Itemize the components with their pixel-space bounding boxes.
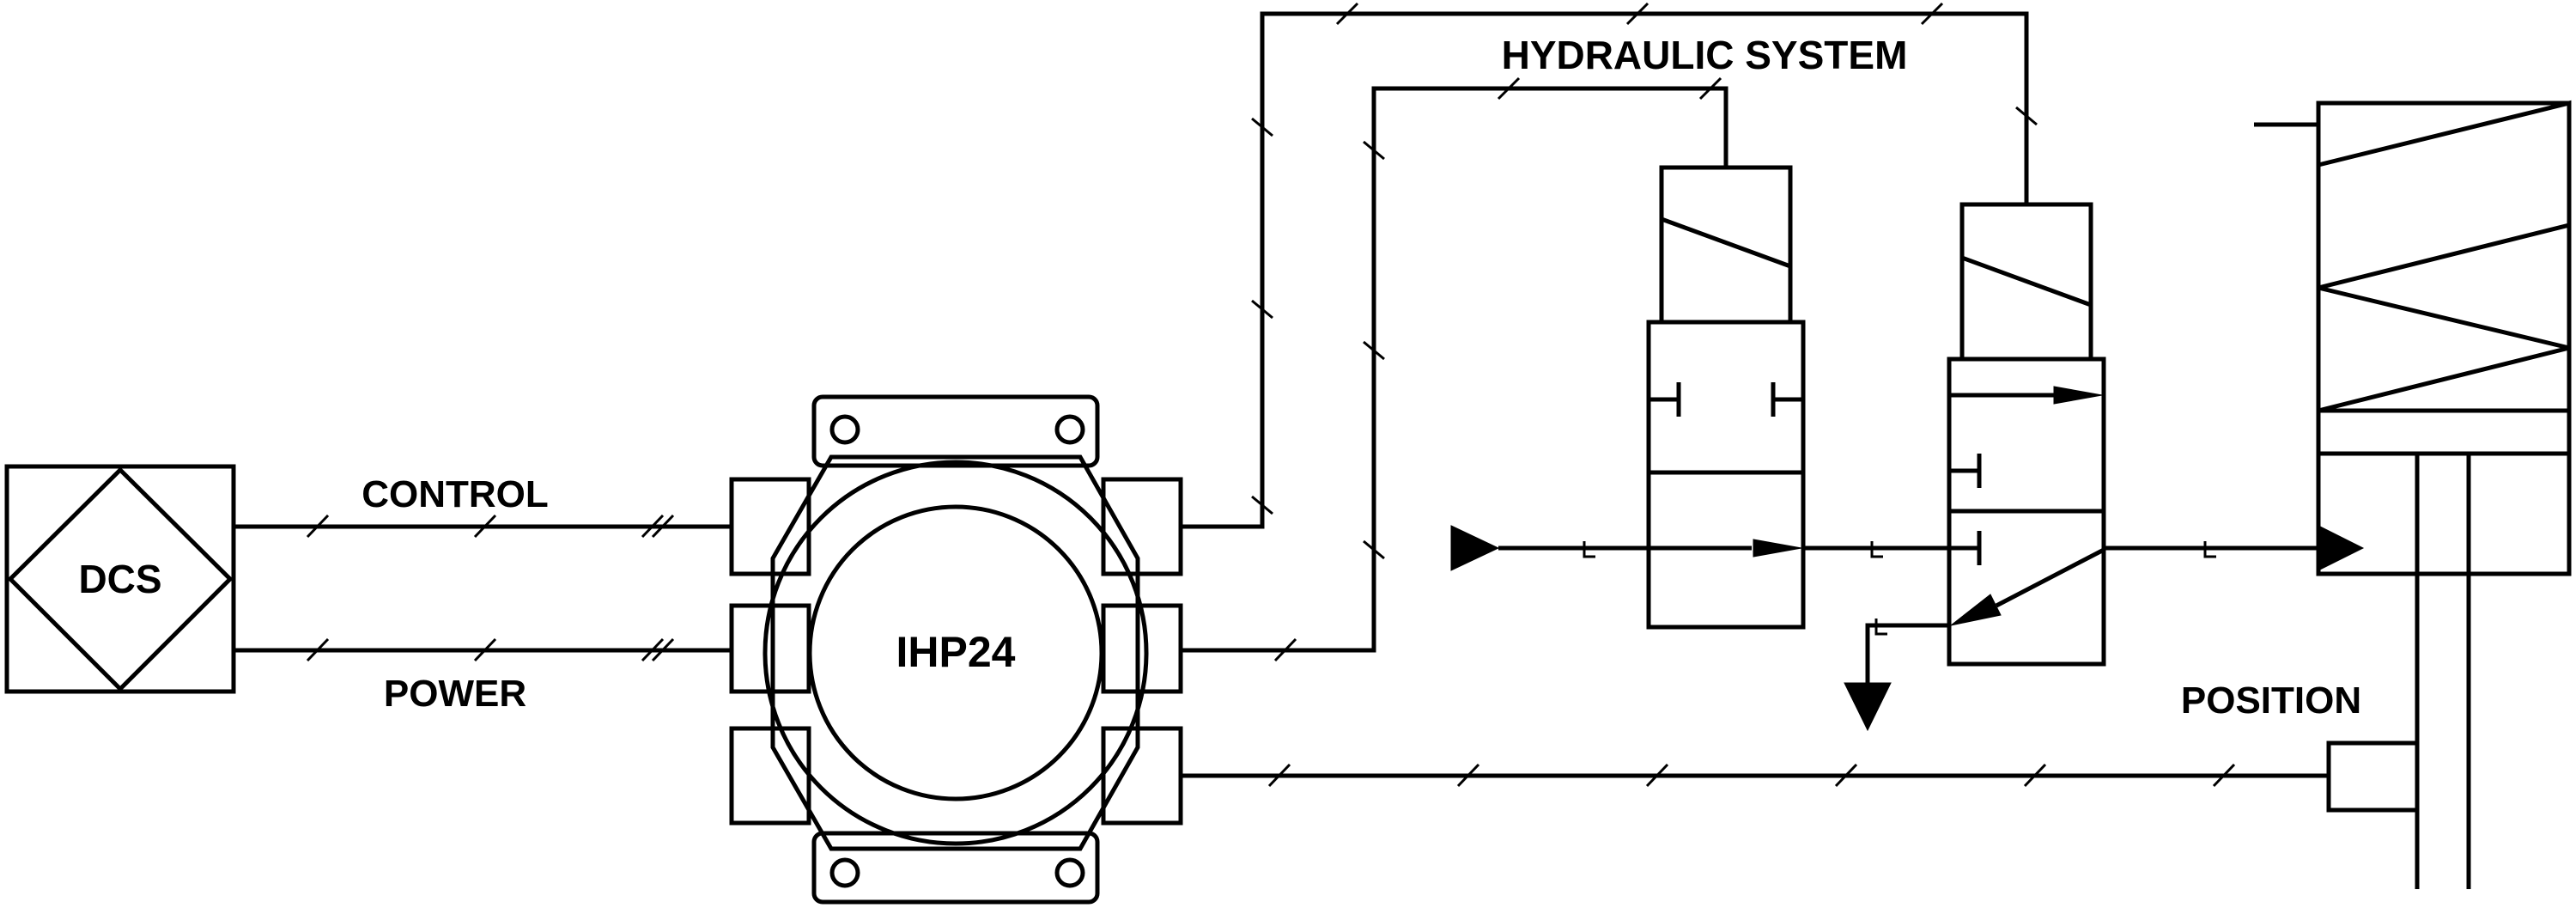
power-label: POWER — [384, 673, 526, 715]
solenoid-coil-icon — [1661, 216, 1791, 269]
ihp24-label: IHP24 — [896, 628, 1016, 676]
position-label: POSITION — [2181, 679, 2361, 722]
position-line — [1181, 763, 2329, 788]
mounting-hole-icon — [1054, 414, 1085, 445]
exhaust-line — [1844, 619, 1951, 732]
dcs-label: DCS — [78, 557, 161, 601]
dcs-block[interactable]: DCS — [4, 464, 236, 694]
hydraulic-system-label: HYDRAULIC SYSTEM — [1502, 33, 1908, 77]
supply-line — [1450, 525, 1949, 571]
arrow-icon — [2053, 386, 2103, 405]
position-sensor[interactable] — [2326, 740, 2420, 813]
ihp24-block[interactable]: IHP24 — [729, 394, 1183, 905]
solenoid-valve-1[interactable] — [1646, 165, 1806, 630]
control-label: CONTROL — [361, 473, 549, 515]
arrow-icon — [1753, 539, 1802, 558]
supply-triangle-icon — [1450, 525, 1500, 571]
spring-icon — [2318, 100, 2572, 413]
hydraulic-wire-inner — [1181, 76, 1728, 662]
mounting-hole-icon — [829, 414, 860, 445]
solenoid-coil-icon — [1961, 255, 2092, 308]
mounting-hole-icon — [1054, 857, 1085, 888]
power-line — [234, 637, 732, 662]
solenoid-valve-2[interactable] — [1947, 202, 2106, 667]
exhaust-triangle-icon — [1844, 682, 1892, 732]
hydraulic-wire-outer — [1181, 2, 2038, 529]
mounting-hole-icon — [829, 857, 860, 888]
control-line — [234, 514, 732, 539]
actuator-feed-line — [2104, 525, 2365, 571]
arrow-icon — [1950, 594, 2002, 626]
arrow-icon — [2318, 525, 2365, 571]
actuator-cylinder[interactable] — [2254, 100, 2572, 889]
